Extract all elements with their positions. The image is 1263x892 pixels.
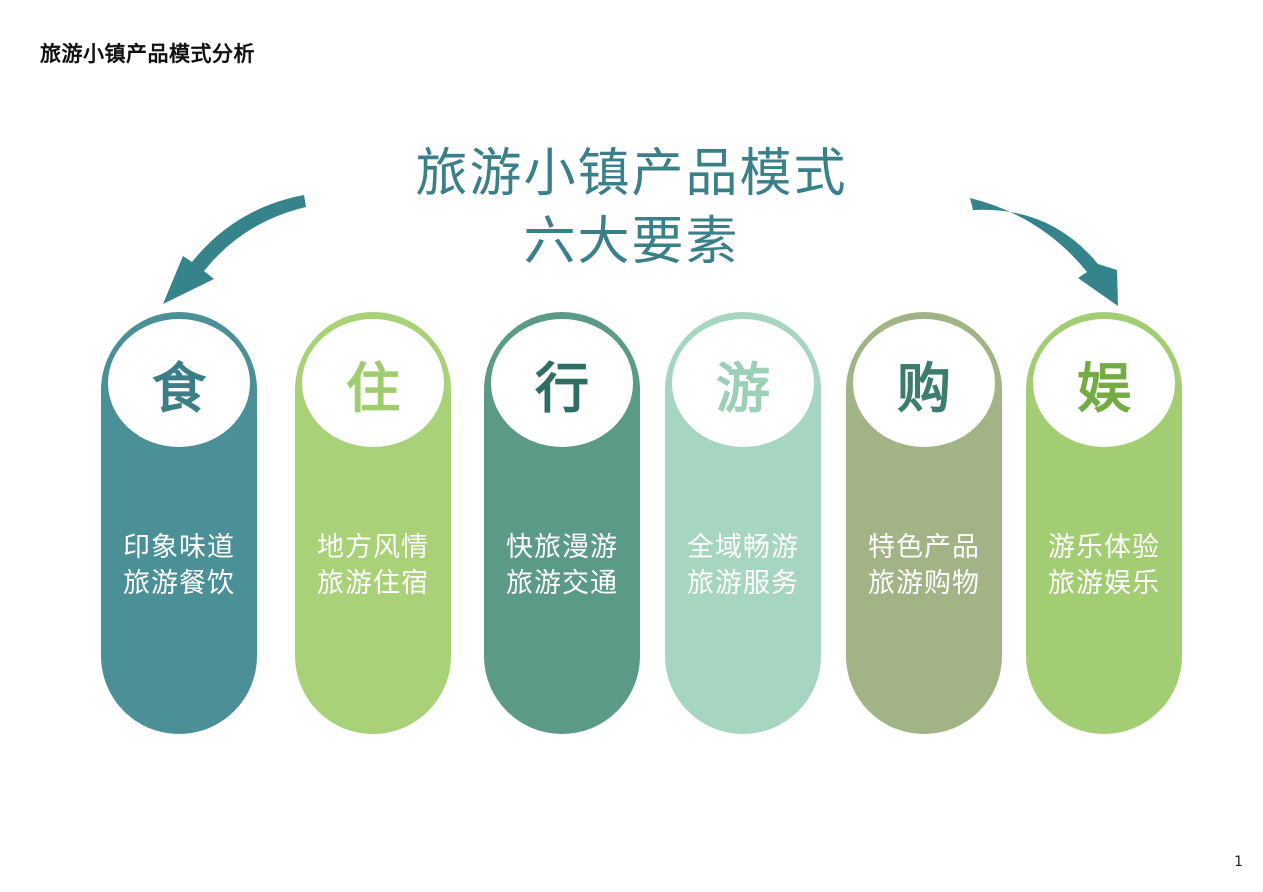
element-desc-line1: 快旅漫游 (506, 532, 618, 563)
right-curved-arrow-icon (970, 198, 1118, 306)
element-char-circle: 购 (853, 319, 995, 447)
element-description: 特色产品 旅游购物 (846, 530, 1002, 602)
element-char-circle: 娱 (1033, 319, 1175, 447)
page-number: 1 (1234, 854, 1243, 870)
element-char-circle: 住 (302, 319, 444, 447)
element-description: 快旅漫游 旅游交通 (484, 530, 640, 602)
page-title: 旅游小镇产品模式分析 (40, 42, 255, 66)
element-desc-line2: 旅游服务 (687, 568, 799, 599)
element-pill-food: 食 印象味道 旅游餐饮 (101, 312, 257, 734)
element-desc-line2: 旅游住宿 (317, 568, 429, 599)
element-pill-travel: 行 快旅漫游 旅游交通 (484, 312, 640, 734)
element-pill-shopping: 购 特色产品 旅游购物 (846, 312, 1002, 734)
element-desc-line1: 特色产品 (868, 532, 980, 563)
element-description: 地方风情 旅游住宿 (295, 530, 451, 602)
center-title: 旅游小镇产品模式 六大要素 (0, 140, 1263, 276)
element-pill-entertainment: 娱 游乐体验 旅游娱乐 (1026, 312, 1182, 734)
element-desc-line1: 游乐体验 (1048, 532, 1160, 563)
element-desc-line2: 旅游娱乐 (1048, 568, 1160, 599)
element-desc-line1: 印象味道 (123, 532, 235, 563)
element-description: 印象味道 旅游餐饮 (101, 530, 257, 602)
element-char-circle: 游 (672, 319, 814, 447)
element-description: 全域畅游 旅游服务 (665, 530, 821, 602)
left-curved-arrow-icon (163, 195, 306, 304)
center-title-line2: 六大要素 (523, 212, 740, 272)
center-title-line1: 旅游小镇产品模式 (415, 144, 848, 204)
element-description: 游乐体验 旅游娱乐 (1026, 530, 1182, 602)
element-pill-tour: 游 全域畅游 旅游服务 (665, 312, 821, 734)
element-desc-line1: 全域畅游 (687, 532, 799, 563)
element-desc-line2: 旅游交通 (506, 568, 618, 599)
element-char-circle: 食 (108, 319, 250, 447)
element-char-circle: 行 (491, 319, 633, 447)
element-pill-stay: 住 地方风情 旅游住宿 (295, 312, 451, 734)
element-desc-line2: 旅游餐饮 (123, 568, 235, 599)
element-desc-line1: 地方风情 (317, 532, 429, 563)
element-desc-line2: 旅游购物 (868, 568, 980, 599)
